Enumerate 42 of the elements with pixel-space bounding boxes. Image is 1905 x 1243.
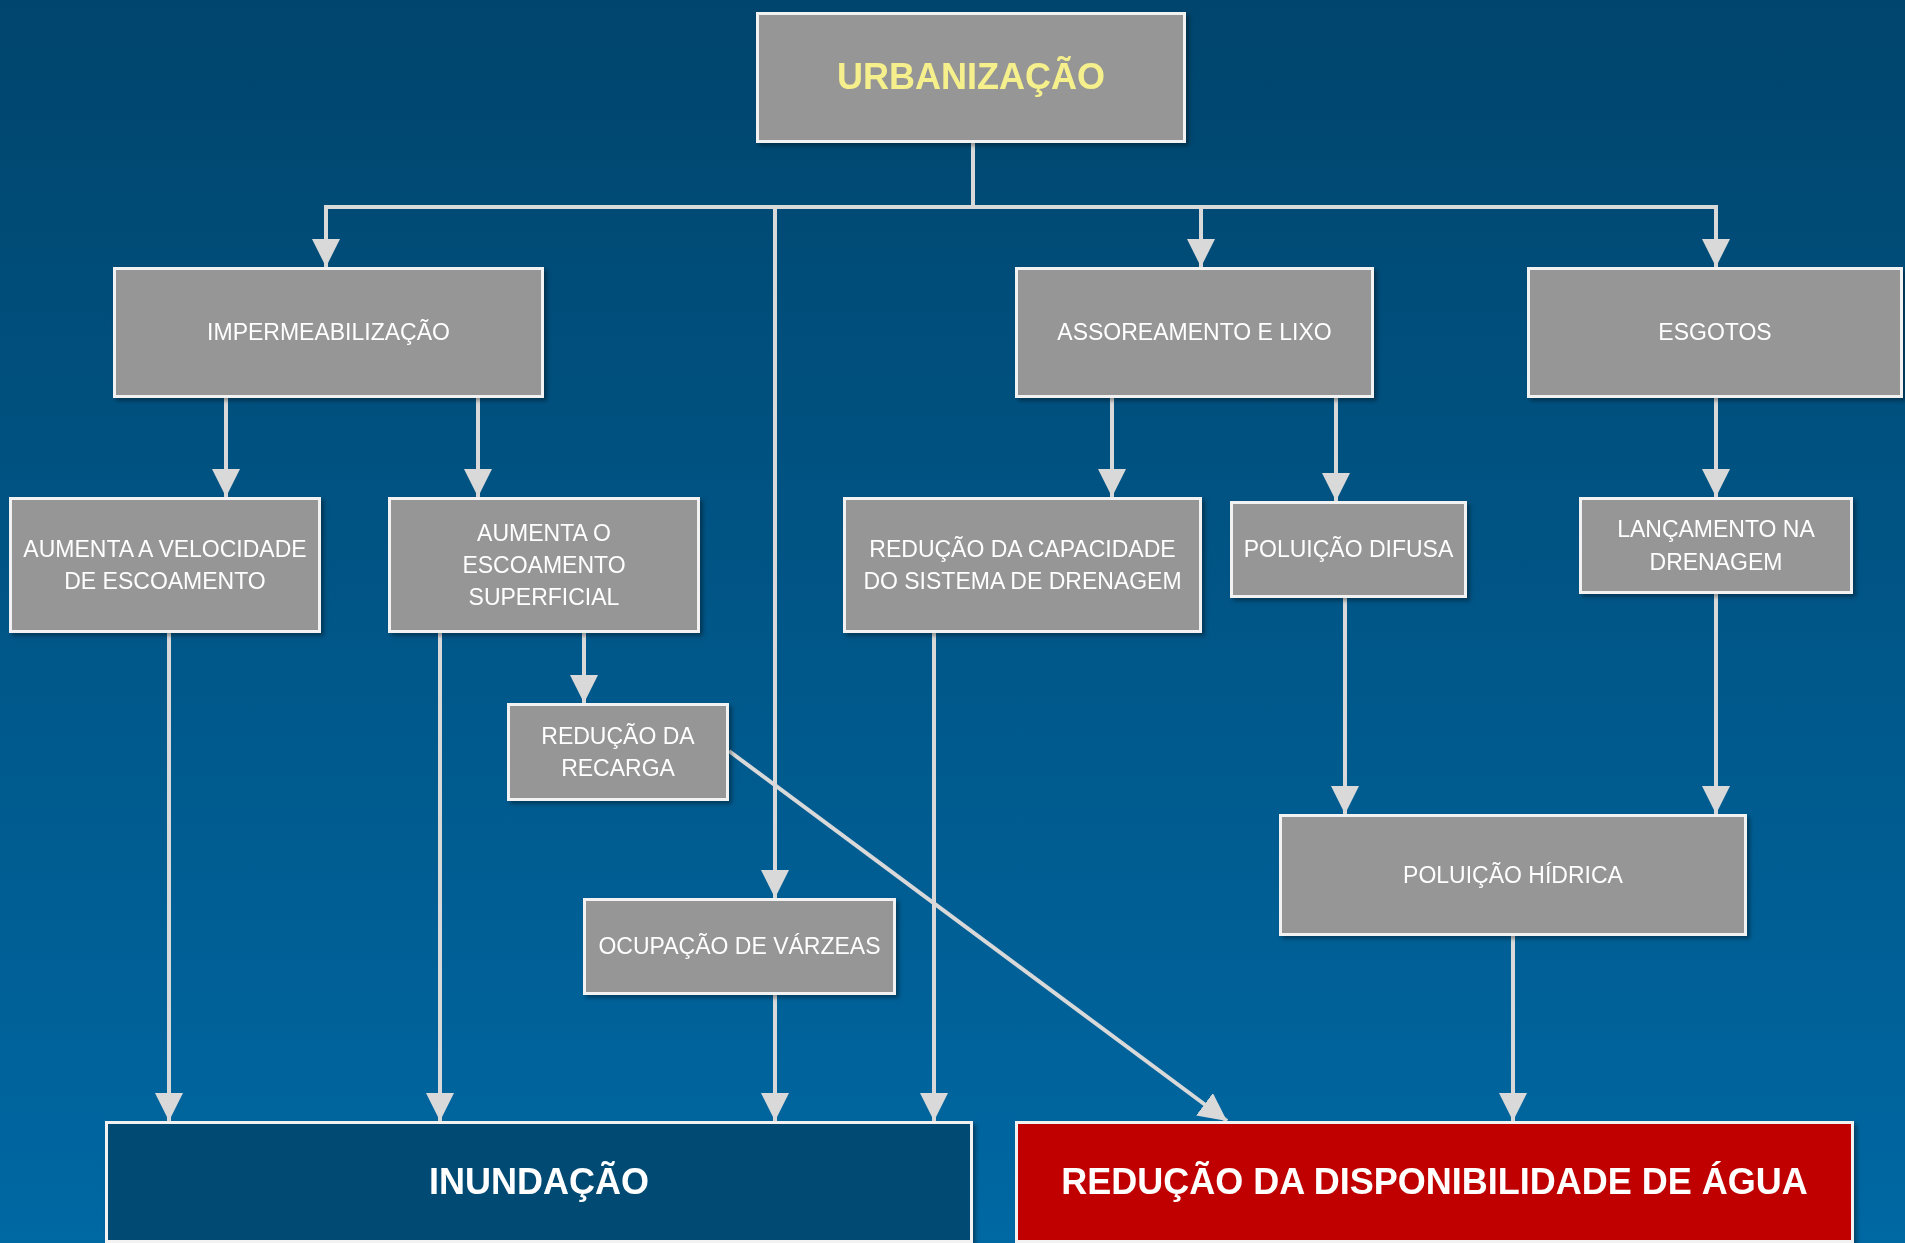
box-label: REDUÇÃO DA DISPONIBILIDADE DE ÁGUA: [1061, 1159, 1808, 1204]
box-label: POLUIÇÃO DIFUSA: [1243, 535, 1454, 565]
box-label: LANÇAMENTO NA DRENAGEM: [1616, 515, 1816, 577]
title-box: [756, 12, 1186, 143]
process-box: [388, 497, 700, 633]
process-box: [583, 898, 896, 995]
arrow: [920, 633, 948, 1121]
process-box: [843, 497, 1202, 633]
box-label: URBANIZAÇÃO: [837, 55, 1105, 100]
arrow: [1331, 598, 1359, 814]
process-box: [507, 703, 729, 801]
process-box: [1579, 497, 1853, 594]
process-box: [1279, 814, 1747, 936]
arrow: [727, 749, 1229, 1123]
process-box: [1230, 501, 1467, 598]
process-box: [1015, 267, 1374, 398]
arrow: [1098, 398, 1126, 497]
box-label: INUNDAÇÃO: [429, 1159, 649, 1204]
arrow: [1702, 594, 1730, 814]
box-label: REDUÇÃO DA CAPACIDADE DO SISTEMA DE DRENAGEM: [862, 534, 1183, 596]
process-box: [113, 267, 544, 398]
outcome-box: [105, 1121, 973, 1243]
arrow: [155, 633, 183, 1121]
box-label: AUMENTA A VELOCIDADE DE ESCOAMENTO: [22, 534, 308, 596]
box-label: AUMENTA O ESCOAMENTO SUPERFICIAL: [461, 518, 627, 613]
outcome-box: [1015, 1121, 1854, 1243]
arrow: [464, 398, 492, 497]
box-label: ASSOREAMENTO E LIXO: [1057, 318, 1332, 348]
box-label: ESGOTOS: [1658, 318, 1772, 348]
box-label: IMPERMEABILIZAÇÃO: [207, 318, 450, 348]
arrow: [426, 633, 454, 1121]
box-label: POLUIÇÃO HÍDRICA: [1403, 860, 1623, 890]
arrow: [1322, 398, 1350, 501]
process-box: [1527, 267, 1903, 398]
process-box: [9, 497, 321, 633]
arrow: [570, 633, 598, 703]
arrow: [1702, 398, 1730, 497]
arrow: [212, 398, 240, 497]
arrow: [761, 995, 789, 1121]
box-label: OCUPAÇÃO DE VÁRZEAS: [598, 932, 881, 962]
box-label: REDUÇÃO DA RECARGA: [540, 721, 696, 783]
arrow: [1499, 936, 1527, 1121]
